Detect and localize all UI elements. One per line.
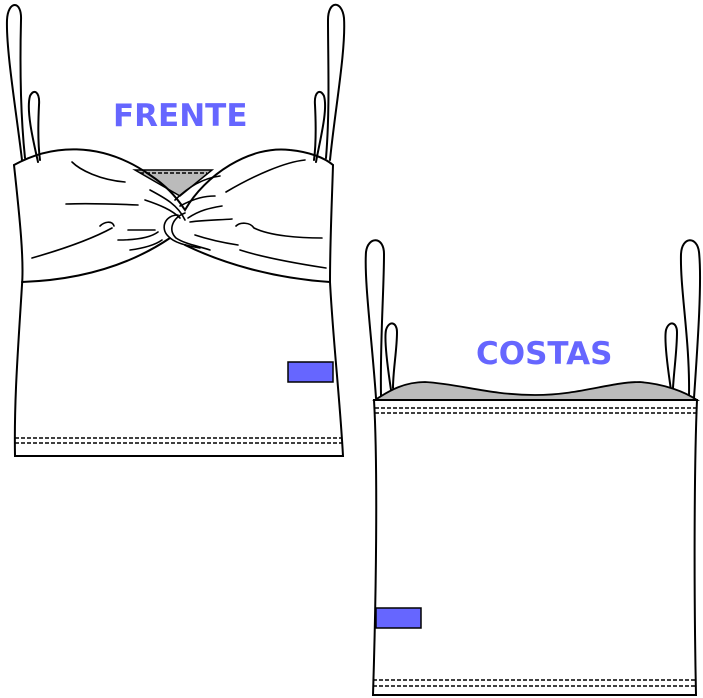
front-view [5, 3, 346, 457]
front-right-strap [325, 3, 346, 161]
front-title: FRENTE [113, 98, 248, 134]
back-view [364, 239, 702, 696]
back-right-small-loop [664, 322, 679, 391]
front-bust-band [13, 148, 334, 212]
back-label-tag [375, 607, 422, 629]
back-right-strap [679, 239, 702, 399]
front-left-small-loop [27, 90, 41, 163]
front-right-small-loop [313, 90, 327, 163]
front-body-outline [13, 164, 345, 457]
back-body-outline [371, 399, 699, 696]
back-lining-band [372, 381, 700, 401]
back-left-small-loop [384, 322, 399, 391]
back-left-strap [364, 239, 386, 399]
back-title: COSTAS [476, 336, 613, 372]
front-label-tag [287, 361, 334, 383]
front-left-strap [5, 4, 26, 161]
front-lining-insert [132, 169, 215, 197]
